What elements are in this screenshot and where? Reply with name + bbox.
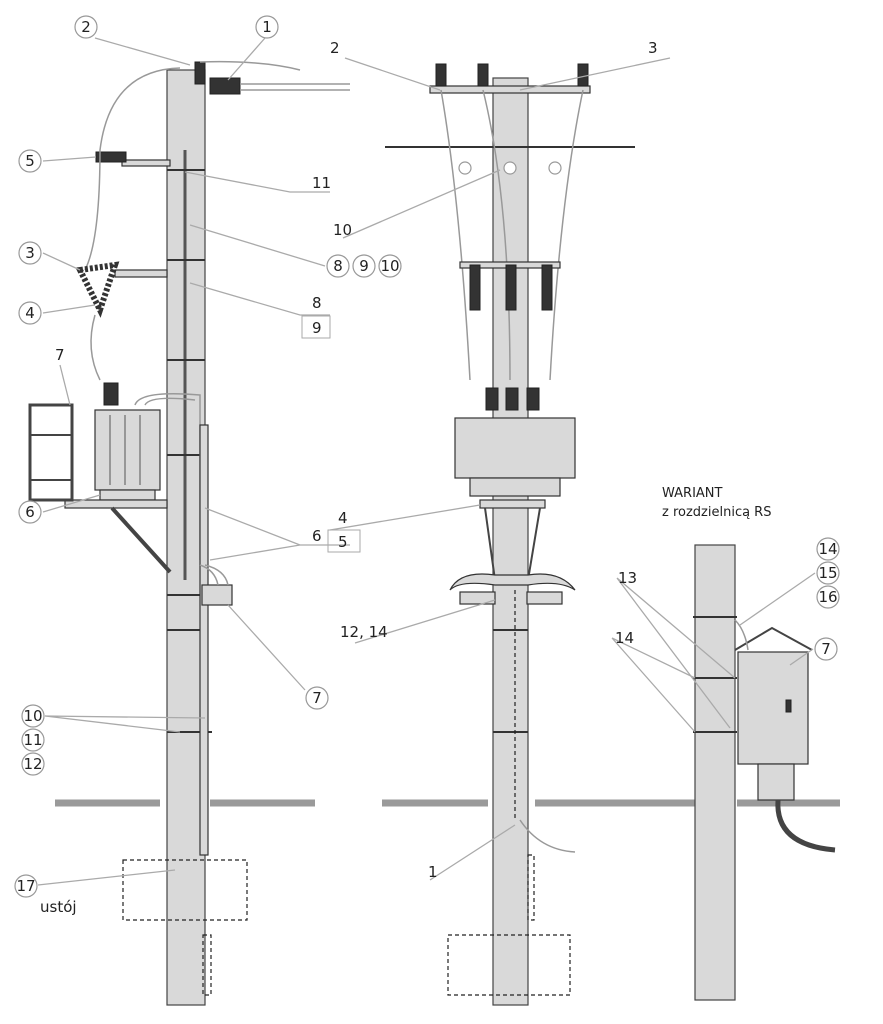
label-11: 11: [23, 731, 42, 749]
middle-labels: 2 3 10 4 5 12, 14 1: [327, 39, 658, 881]
left-pole-side-view: [28, 60, 350, 1006]
label-14-right: 14: [818, 540, 837, 558]
label-1-mid: 1: [428, 863, 438, 881]
label-9-circled: 9: [359, 257, 369, 275]
label-7-circled: 7: [312, 689, 322, 707]
left-labels: 1 2 5 3 4 6 10 11 12 17 ustój 8 9 10 7 7…: [14, 15, 402, 916]
label-9-plain: 9: [312, 319, 322, 337]
label-17: 17: [16, 877, 35, 895]
label-7: 7: [55, 346, 65, 364]
label-3-mid: 3: [648, 39, 658, 57]
label-8-circled: 8: [333, 257, 343, 275]
label-5-mid: 5: [338, 533, 348, 551]
label-16-right: 16: [818, 588, 837, 606]
variant-subtitle: z rozdzielnicą RS: [662, 505, 771, 520]
label-6-plain: 6: [312, 527, 322, 545]
label-2-mid: 2: [330, 39, 340, 57]
label-13-right: 13: [618, 569, 637, 587]
label-12: 12: [23, 755, 42, 773]
label-4: 4: [25, 304, 35, 322]
label-6: 6: [25, 503, 35, 521]
leader-lines: [37, 37, 816, 886]
label-10-mid: 10: [333, 221, 352, 239]
label-5: 5: [25, 152, 35, 170]
label-1: 1: [262, 18, 272, 36]
variant-title: WARIANT: [662, 486, 723, 501]
label-12-14-mid: 12, 14: [340, 623, 388, 641]
label-10-circled: 10: [380, 257, 399, 275]
label-2: 2: [81, 18, 91, 36]
right-labels: WARIANT z rozdzielnicą RS 14 15 16 7 13 …: [615, 486, 840, 661]
label-3: 3: [25, 244, 35, 262]
label-15-right: 15: [818, 564, 837, 582]
right-pole-variant-rs: [693, 544, 836, 1001]
label-10: 10: [23, 707, 42, 725]
label-8-plain: 8: [312, 294, 322, 312]
label-4-mid: 4: [338, 509, 348, 527]
label-14-plain-right: 14: [615, 629, 634, 647]
middle-pole-front-view: [385, 63, 635, 1006]
label-7-right: 7: [821, 640, 831, 658]
label-foundation: ustój: [40, 898, 77, 916]
label-11-plain: 11: [312, 174, 331, 192]
